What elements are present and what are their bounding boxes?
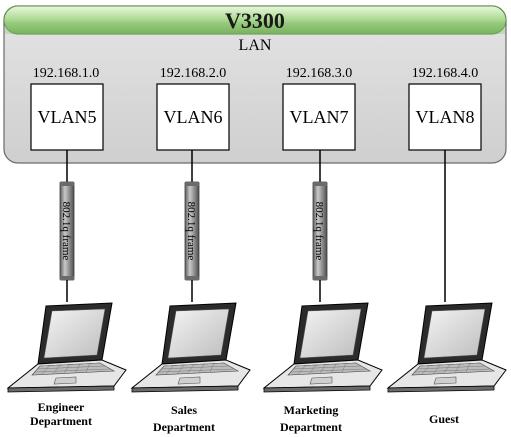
dept-label: Engineer — [38, 400, 85, 414]
vlan-ip: 192.168.4.0 — [412, 66, 479, 81]
vlan-ip: 192.168.2.0 — [160, 66, 227, 81]
vlan-column-1: 192.168.1.0 VLAN5 802.1q frame Engineer … — [3, 66, 129, 428]
link-frame-label: 802.1q frame — [185, 202, 197, 261]
laptop-icon — [259, 302, 385, 396]
laptop-icon — [383, 302, 509, 396]
v3300-device-panel: V3300 LAN — [3, 5, 507, 164]
vlan-box — [30, 83, 104, 151]
vlan-name: VLAN6 — [164, 107, 223, 127]
dept-label-line2: Department — [153, 420, 215, 434]
vlan-column-3: 192.168.3.0 VLAN7 802.1q frame Marketing… — [259, 66, 385, 434]
device-title: V3300 — [225, 8, 285, 33]
dept-label: Guest — [429, 412, 459, 426]
link-frame-label: 802.1q frame — [60, 202, 72, 261]
vlan-name: VLAN5 — [38, 107, 97, 127]
dept-label-line2: Department — [280, 420, 342, 434]
vlan-column-2: 192.168.2.0 VLAN6 802.1q frame Sales Dep… — [127, 66, 253, 434]
vlan-ip: 192.168.3.0 — [286, 66, 353, 81]
dept-label: Marketing — [284, 403, 339, 417]
vlan-box — [408, 83, 482, 151]
vlan-column-4: 192.168.4.0 VLAN8 Guest — [383, 66, 509, 426]
vlan-ip: 192.168.1.0 — [33, 66, 100, 81]
dept-label: Sales — [171, 403, 197, 417]
vlan-box — [156, 83, 230, 151]
vlan-name: VLAN7 — [290, 107, 349, 127]
vlan-name: VLAN8 — [416, 107, 475, 127]
laptop-icon — [3, 302, 129, 396]
lan-label: LAN — [239, 37, 272, 54]
link-frame-label: 802.1q frame — [313, 202, 325, 261]
laptop-icon — [127, 302, 253, 396]
vlan-box — [282, 83, 356, 151]
dept-label-line2: Department — [30, 414, 92, 428]
